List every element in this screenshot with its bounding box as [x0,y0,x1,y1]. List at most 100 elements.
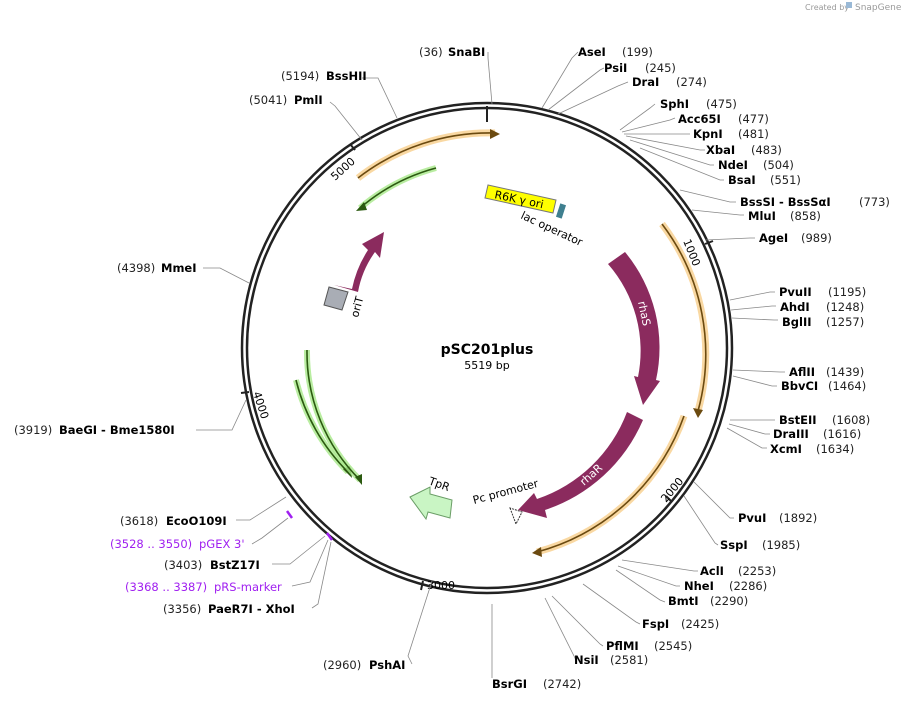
enzyme-label: MluI [748,209,776,223]
enzyme-pos: (1892) [779,511,817,525]
tick-marks [240,106,714,591]
enzyme-pos: (481) [738,127,769,141]
enzyme-label: BglII [782,315,812,329]
lac-operator-feature [555,203,567,219]
enzyme-label: MmeI [161,261,197,275]
enzyme-label: AclI [700,564,724,578]
enzyme-label: AgeI [759,231,788,245]
brand-label: SnapGene [855,3,902,13]
enzyme-label: SnaBI [448,45,485,59]
enzyme-label: KpnI [693,127,723,141]
enzyme-pos: (3618) [120,514,158,528]
enzyme-label: BbvCI [781,379,818,393]
enzyme-pos: (36) [419,45,443,59]
enzyme-pos: (245) [645,61,676,75]
enzyme-label: AseI [578,45,606,59]
enzyme-label: BsaI [728,173,756,187]
plasmid-title: pSC201plus [441,342,534,358]
enzyme-label: BmtI [668,594,699,608]
enzyme-pos: (1464) [828,379,866,393]
green-feature-left-inner [303,349,363,485]
primer-label: pGEX 3' [199,537,245,551]
orange-feature-right-lower [532,414,688,557]
credit-label: Created by [805,3,849,12]
enzyme-pos: (199) [622,45,653,59]
enzyme-label: XcmI [770,442,802,456]
primer-pgex-mark [285,510,294,519]
enzyme-pos: (4398) [117,261,155,275]
enzyme-pos: (274) [676,75,707,89]
enzyme-label: AhdI [780,300,810,314]
enzyme-pos: (2960) [323,658,361,672]
orange-feature-top [355,129,500,181]
enzyme-pos: (1985) [762,538,800,552]
enzyme-pos: (1634) [816,442,854,456]
backbone-outer [240,101,734,595]
leader-lines [196,51,785,678]
orit-feature: oriT [323,286,366,319]
enzyme-label: PvuI [738,511,766,525]
enzyme-label: BssHII [326,69,367,83]
enzyme-pos: (5194) [281,69,319,83]
enzyme-pos: (475) [706,97,737,111]
orange-feature-right-upper [659,221,710,418]
enzyme-label: Acc65I [678,112,721,126]
enzyme-label: DraIII [773,427,809,441]
rhaS-label: rhaS [635,300,653,327]
enzyme-pos: (1616) [823,427,861,441]
enzyme-label: PsiI [604,61,627,75]
enzyme-label: FspI [642,617,669,631]
enzyme-pos: (3356) [163,602,201,616]
enzyme-pos: (2425) [681,617,719,631]
enzyme-pos: (1608) [832,413,870,427]
traj-cds: traJ [334,232,384,292]
enzyme-label: DraI [632,75,659,89]
enzyme-label: PvuII [779,285,812,299]
enzyme-label: NheI [684,579,714,593]
enzyme-label: PshAI [369,658,405,672]
enzyme-pos: (1257) [826,315,864,329]
enzyme-pos: (5041) [249,93,287,107]
enzyme-label: BstZ17I [210,558,260,572]
enzyme-pos: (1248) [826,300,864,314]
enzyme-label: BaeGI - Bme1580I [59,423,175,437]
enzyme-label: PmlI [294,93,323,107]
rhaS-cds: rhaS [608,252,660,405]
enzyme-label: PflMI [606,639,639,653]
enzyme-pos: (1439) [826,365,864,379]
enzyme-label: AflII [789,365,815,379]
enzyme-pos: (2286) [729,579,767,593]
primer-prs-mark [325,532,334,541]
enzyme-pos: (2253) [738,564,776,578]
enzyme-label: BsrGI [492,677,527,691]
enzyme-label: NsiI [574,653,599,667]
enzyme-label: SphI [660,97,689,111]
enzyme-label: BssSI - BssSαI [740,195,831,209]
enzyme-label: EcoO109I [166,514,227,528]
plasmid-length: 5519 bp [464,359,509,372]
enzyme-label: BstEII [779,413,817,427]
r6k-ori-feature: R6K γ ori [484,184,557,214]
enzyme-pos: (773) [859,195,890,209]
enzyme-pos: (504) [763,158,794,172]
enzyme-label: SspI [720,538,748,552]
green-feature-top [356,165,437,211]
enzyme-pos: (551) [770,173,801,187]
enzyme-pos: (2581) [610,653,648,667]
enzyme-pos: (477) [738,112,769,126]
enzyme-pos: (2545) [654,639,692,653]
enzyme-pos: (1195) [828,285,866,299]
lac-operator-label: lac operator [519,209,585,249]
enzyme-label: XbaI [706,143,735,157]
primer-range: (3528 .. 3550) [110,537,192,551]
tpr-marker: TpR [409,474,453,521]
primer-range: (3368 .. 3387) [125,580,207,594]
enzyme-pos: (989) [801,231,832,245]
enzyme-pos: (2290) [710,594,748,608]
enzyme-pos: (483) [751,143,782,157]
enzyme-pos: (3403) [164,558,202,572]
enzyme-pos: (2742) [543,677,581,691]
enzyme-pos: (858) [790,209,821,223]
enzyme-label: NdeI [718,158,748,172]
